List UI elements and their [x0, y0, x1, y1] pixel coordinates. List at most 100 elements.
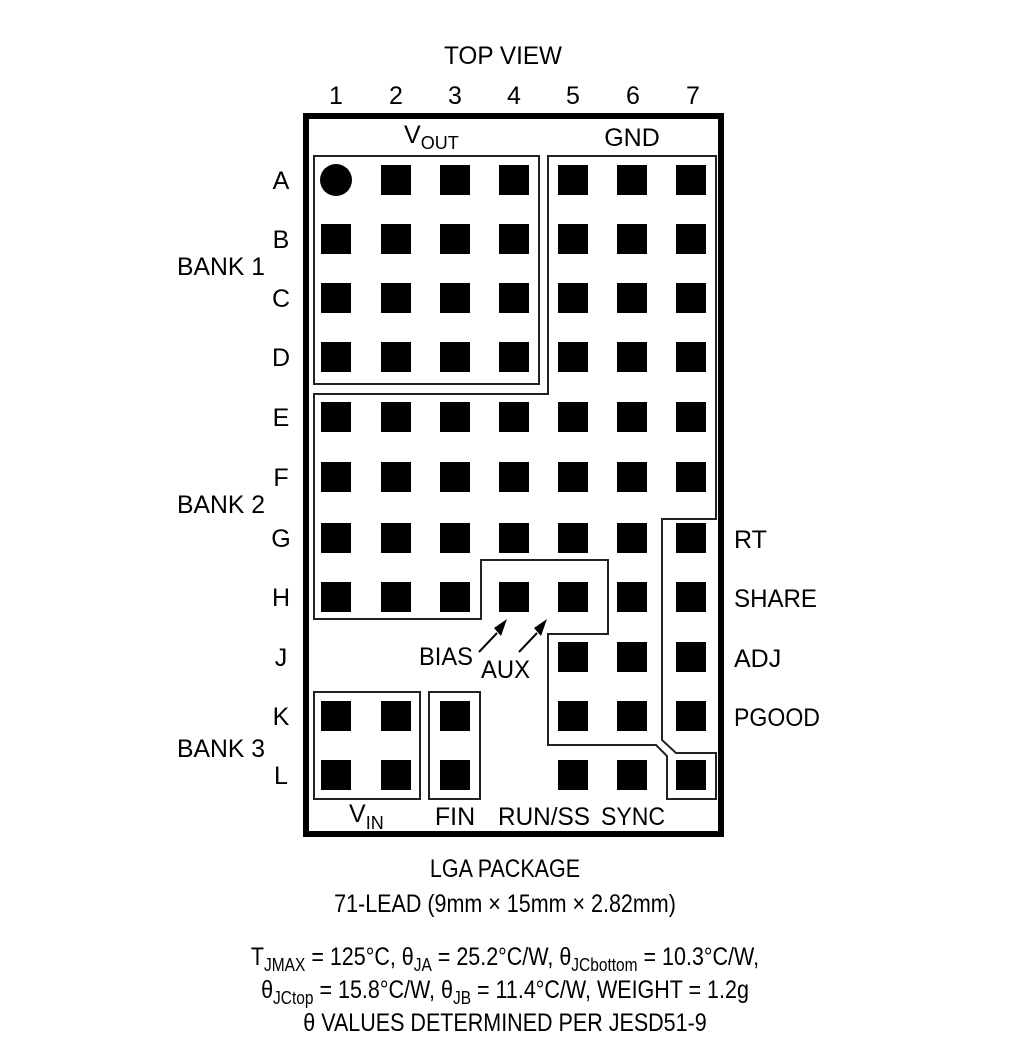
top-view-title: TOP VIEW: [444, 42, 562, 70]
pad: [381, 402, 411, 432]
pad: [499, 523, 529, 553]
gnd-group-outline: [313, 155, 717, 800]
pad: [558, 582, 588, 612]
pad: [676, 523, 706, 553]
fin-group-outline: [428, 691, 481, 800]
pad: [617, 582, 647, 612]
pad: [440, 523, 470, 553]
pad: [558, 701, 588, 731]
pad: [499, 582, 529, 612]
bank-2-label: BANK 2: [177, 491, 265, 519]
package-outline: [303, 113, 724, 837]
pad: [558, 283, 588, 313]
pad: [321, 342, 351, 372]
pad: [381, 462, 411, 492]
bias-label: BIAS: [419, 643, 473, 671]
pad: [440, 402, 470, 432]
pad: [676, 701, 706, 731]
thermal-note: θ VALUES DETERMINED PER JESD51-9: [303, 1009, 707, 1037]
vout-label: VOUT: [404, 121, 459, 153]
pad: [617, 342, 647, 372]
row-label: A: [273, 167, 290, 195]
row-label: B: [273, 226, 290, 254]
row-label: H: [272, 584, 290, 612]
pad: [321, 462, 351, 492]
pad: [617, 523, 647, 553]
row-label: J: [275, 644, 288, 672]
fin-label: FIN: [435, 803, 475, 831]
pad: [617, 642, 647, 672]
row-label: G: [271, 525, 290, 553]
column-labels: 1 2 3 4 5 6 7: [329, 82, 700, 110]
column-label: 4: [507, 82, 521, 110]
column-label: 3: [448, 82, 462, 110]
row-label: F: [273, 464, 288, 492]
pad-grid: [320, 164, 706, 790]
pad: [321, 760, 351, 790]
pad: [381, 701, 411, 731]
thermal-line-2: θJCtop = 15.8°C/W, θJB = 11.4°C/W, WEIGH…: [261, 976, 749, 1008]
pad: [617, 462, 647, 492]
share-pin-label: SHARE: [734, 585, 817, 613]
pad: [321, 283, 351, 313]
pad: [321, 224, 351, 254]
pad: [440, 165, 470, 195]
pad: [499, 462, 529, 492]
pad: [499, 224, 529, 254]
row-label: C: [272, 285, 290, 313]
pad: [440, 701, 470, 731]
package-title: LGA PACKAGE: [429, 855, 581, 883]
pad: [440, 342, 470, 372]
pad: [558, 224, 588, 254]
pad: [617, 165, 647, 195]
rt-pin-label: RT: [734, 526, 767, 554]
column-label: 1: [329, 82, 343, 110]
thermal-line-1: TJMAX = 125°C, θJA = 25.2°C/W, θJCbottom…: [250, 943, 760, 975]
pad: [617, 701, 647, 731]
pad: [676, 402, 706, 432]
run-ss-label: RUN/SS: [498, 803, 590, 831]
sync-label: SYNC: [601, 803, 665, 831]
pad: [617, 283, 647, 313]
column-label: 7: [686, 82, 700, 110]
row-label: K: [273, 703, 290, 731]
row-labels: A B C D E F G H J K L: [271, 167, 290, 790]
aux-arrow-icon: [518, 619, 547, 653]
pad: [558, 523, 588, 553]
vin-label: VIN: [349, 800, 384, 833]
pad: [676, 582, 706, 612]
pad: [676, 342, 706, 372]
pad: [381, 523, 411, 553]
pad: [676, 165, 706, 195]
vin-group-outline: [313, 691, 421, 800]
pad: [440, 283, 470, 313]
pad: [321, 402, 351, 432]
pad: [440, 582, 470, 612]
pad: [676, 283, 706, 313]
pad: [381, 224, 411, 254]
pad: [558, 462, 588, 492]
gnd-label: GND: [604, 124, 660, 152]
pin-1-marker: [320, 164, 352, 196]
pad: [558, 760, 588, 790]
pad: [558, 402, 588, 432]
row-label: L: [274, 762, 288, 790]
pad: [499, 342, 529, 372]
pad: [381, 165, 411, 195]
pad: [617, 224, 647, 254]
pad: [676, 760, 706, 790]
pad: [321, 701, 351, 731]
pgood-pin-label: PGOOD: [734, 704, 820, 732]
pad: [676, 224, 706, 254]
pad: [440, 224, 470, 254]
column-label: 5: [566, 82, 580, 110]
pad: [558, 642, 588, 672]
pad: [381, 582, 411, 612]
aux-label: AUX: [481, 656, 530, 684]
pad: [499, 402, 529, 432]
adj-pin-label: ADJ: [734, 645, 781, 673]
pad: [499, 283, 529, 313]
pad: [499, 165, 529, 195]
pad: [558, 165, 588, 195]
